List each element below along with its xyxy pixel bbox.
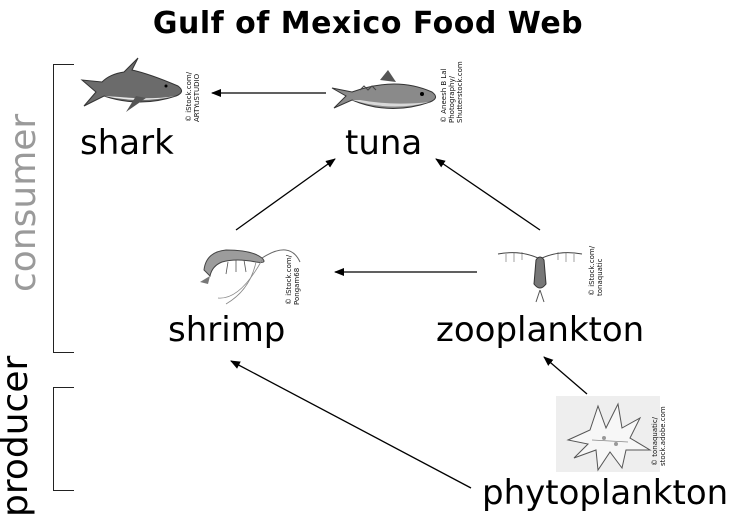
phytoplankton-label: phytoplankton xyxy=(482,476,728,510)
arrow-shrimp-to-tuna xyxy=(236,159,335,230)
tuna-credit: © Aneesh B Lal Photography/ Shutterstock… xyxy=(440,61,464,123)
phytoplankton-image xyxy=(556,396,660,472)
arrow-phytoplankton-to-zooplankton xyxy=(544,357,587,394)
shrimp-label: shrimp xyxy=(168,313,285,347)
arrow-zooplankton-to-tuna xyxy=(436,159,540,230)
tuna-image xyxy=(332,70,436,109)
zooplankton-credit: © iStock.com/ tonaquatic xyxy=(588,246,604,296)
arrow-phytoplankton-to-shrimp xyxy=(231,361,471,488)
shark-label: shark xyxy=(80,126,174,160)
tuna-label: tuna xyxy=(345,126,422,160)
phytoplankton-credit: © tonaquatic/ stock.adobe.com xyxy=(651,406,667,466)
shark-credit: © iStock.com/ ARTYuSTUDIO xyxy=(185,72,201,122)
zooplankton-image xyxy=(498,252,582,302)
zooplankton-label: zooplankton xyxy=(436,313,644,347)
shrimp-credit: © iStock.com/ Pongam68 xyxy=(285,255,301,305)
shark-image xyxy=(82,58,182,112)
